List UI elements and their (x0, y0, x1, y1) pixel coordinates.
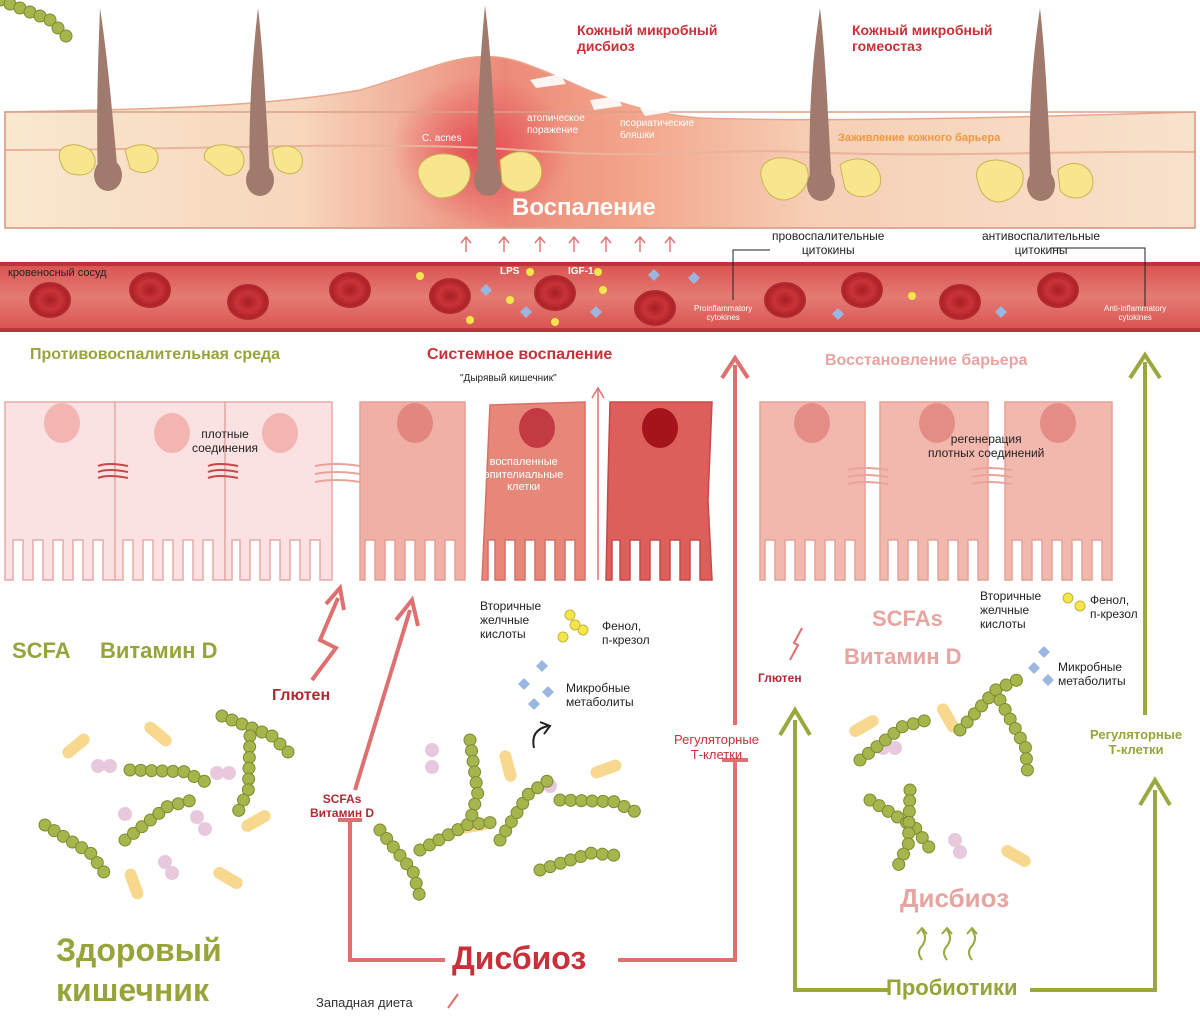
probiotics-label: Пробиотики (886, 975, 1018, 1000)
barrier-healing-label: Заживление кожного барьера (838, 132, 1001, 144)
lps-label: LPS (500, 266, 520, 277)
right-dysbiosis-label: Дисбиоз (900, 883, 1010, 913)
microbiota (0, 0, 1086, 907)
epithelium-cells (4, 386, 1113, 581)
gluten-label: Глютен (272, 687, 331, 704)
right-scfas-label: SCFAs (872, 606, 943, 631)
anti-inflammatory-env-title: Противовоспалительная среда (30, 346, 281, 363)
right-vitamin-d-label: Витамин D (844, 644, 962, 669)
igf1-label: IGF-1 (568, 266, 594, 277)
blood-vessel (0, 247, 1200, 332)
right-gluten-label: Глютен (758, 671, 802, 685)
pathway-arrows (310, 351, 1172, 1009)
leaky-gut-label: "Дырявый кишечник" (460, 373, 557, 384)
right-phenol-label: Фенол,п-крезол (1090, 593, 1138, 621)
western-diet-label: Западная диета (316, 995, 413, 1010)
middle-phenol-label: Фенол,п-крезол (602, 619, 650, 647)
left-vitamin-d-label: Витамин D (100, 638, 218, 663)
dysbiosis-label: Дисбиоз (452, 940, 587, 976)
inflammation-label: Воспаление (512, 194, 656, 221)
blood-vessel-label: кровеносный сосуд (8, 267, 107, 279)
c-acnes-label: C. acnes (422, 133, 462, 144)
barrier-restoration-title: Восстановление барьера (825, 352, 1028, 369)
systemic-inflammation-title: Системное воспаление (427, 346, 613, 363)
left-scfa-label: SCFA (12, 638, 71, 663)
skin-section (4, 5, 1196, 252)
